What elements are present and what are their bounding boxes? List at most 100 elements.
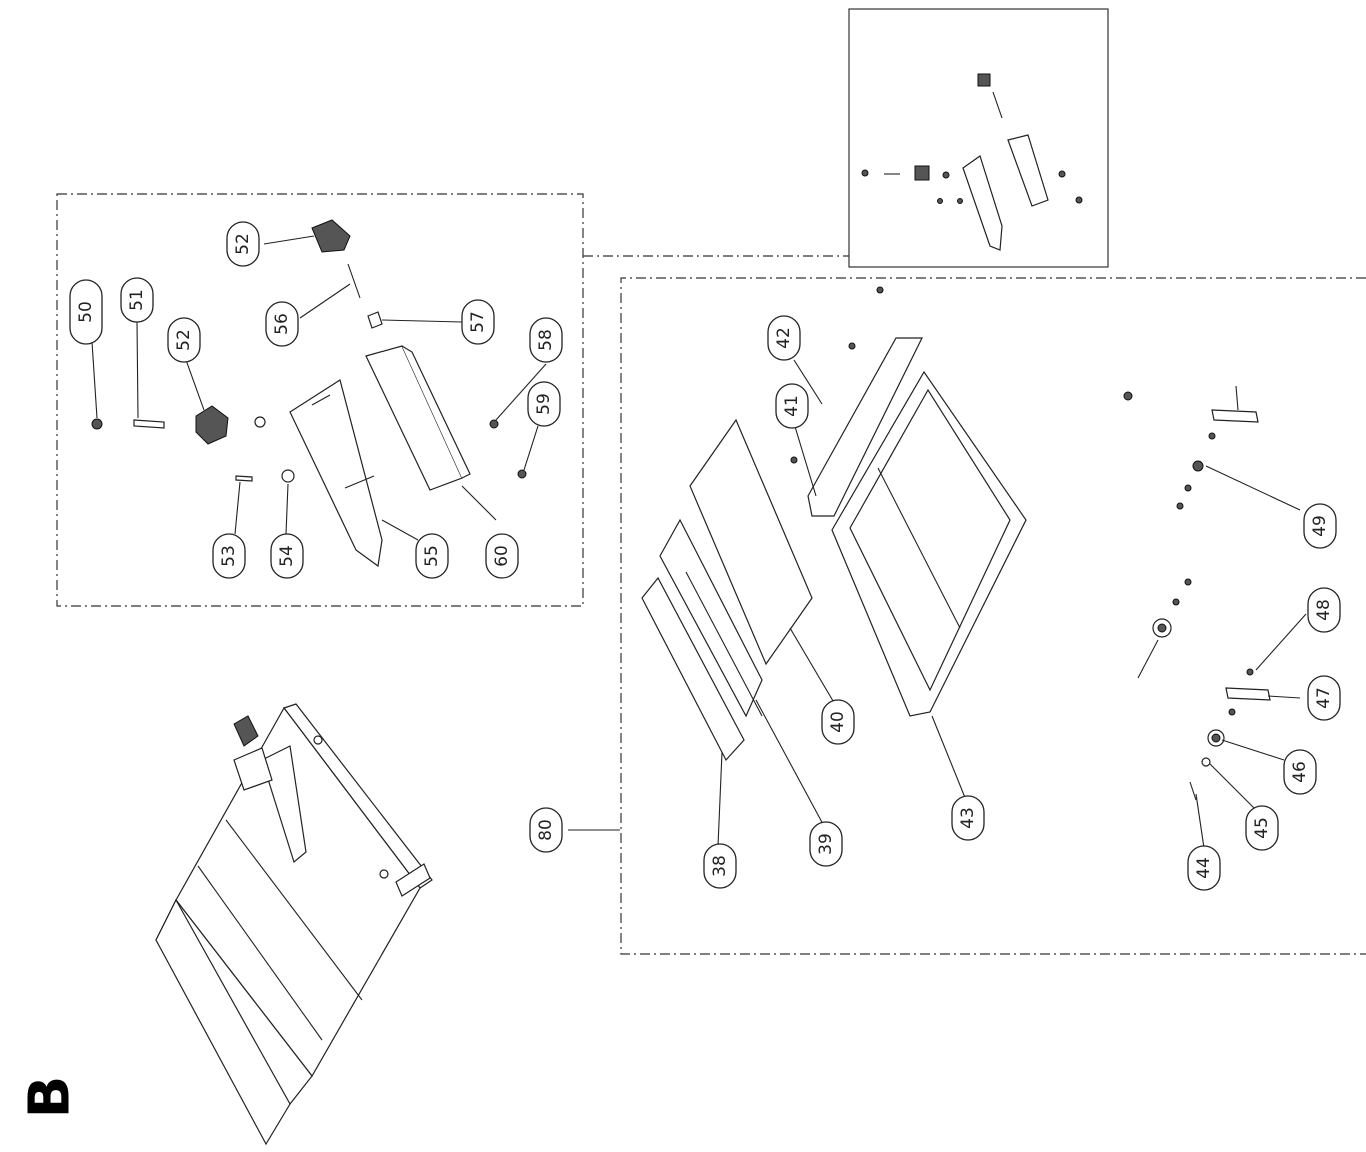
leader-52a (263, 235, 315, 245)
part-hardware-2 (848, 342, 856, 350)
leader-60 (461, 485, 497, 521)
callout-38: 38 (703, 843, 737, 889)
part-49-bracket (1211, 409, 1259, 423)
part-60-guard-arm-side (401, 345, 471, 479)
callout-43-label: 43 (958, 807, 978, 829)
leader-55 (381, 519, 419, 541)
callout-38-label: 38 (710, 855, 730, 877)
callout-42: 42 (767, 315, 801, 361)
callout-53-label: 53 (219, 545, 239, 567)
callout-80-label: 80 (536, 819, 556, 841)
part-43-table-top (849, 388, 1011, 692)
part-46-wheel-hub (1211, 733, 1221, 743)
part-washer (254, 416, 266, 428)
leader-51 (136, 321, 139, 419)
leader-54 (285, 483, 289, 535)
callout-59: 59 (527, 381, 561, 427)
thumbnail-screw (937, 198, 943, 204)
leader-42 (793, 359, 823, 405)
view-letter-label: B (18, 1076, 83, 1119)
assembled-hole (313, 735, 323, 745)
callout-60-label: 60 (492, 545, 512, 567)
part-59-nut (517, 469, 527, 479)
callout-45: 45 (1245, 805, 1279, 851)
callout-58: 58 (529, 317, 563, 363)
callout-42-label: 42 (774, 327, 794, 349)
part-38-panel (641, 576, 745, 762)
callout-39: 39 (809, 821, 843, 867)
part-44-bolt (1189, 781, 1197, 801)
callout-49-label: 49 (1310, 515, 1330, 537)
callout-58-label: 58 (536, 329, 556, 351)
part-55-blade-guard (289, 379, 383, 568)
part-40-panel (689, 418, 813, 666)
leader-57 (381, 319, 463, 323)
leader-38 (717, 751, 723, 847)
callout-57-label: 57 (468, 311, 488, 333)
callout-54: 54 (270, 533, 304, 579)
thumbnail-guard-assembly (861, 73, 1083, 251)
part-hardware-3 (790, 456, 798, 464)
part-54-washer (281, 469, 295, 483)
assembled-rail-line-2 (225, 819, 363, 1001)
callout-50: 50 (69, 279, 103, 345)
callout-51: 51 (120, 277, 154, 323)
leader-53 (234, 481, 241, 535)
callout-46-label: 46 (1290, 761, 1310, 783)
thumbnail-frame (848, 8, 1109, 268)
table-assembly-box: 42 41 40 39 38 43 80 49 (529, 277, 1366, 955)
callout-55: 55 (415, 533, 449, 579)
part-axle (1137, 639, 1159, 679)
part-nut-a (1208, 432, 1216, 440)
callout-54-label: 54 (277, 545, 297, 567)
leader-39 (755, 699, 825, 827)
callout-52-lower: 52 (167, 317, 201, 363)
callout-55-label: 55 (422, 545, 442, 567)
part-56-stud (347, 263, 361, 299)
guard-detail-frame (56, 193, 584, 607)
part-nut-c (1176, 502, 1184, 510)
thumbnail-washer (942, 171, 950, 179)
assembled-front-lip (155, 898, 291, 1146)
leader-59 (523, 425, 539, 471)
assembled-hole-2 (379, 869, 389, 879)
view-letter-b: B (18, 1076, 83, 1119)
assembled-handle (395, 863, 431, 897)
callout-44-label: 44 (1194, 857, 1214, 879)
leader-45 (1209, 763, 1257, 811)
callout-51-label: 51 (127, 289, 147, 311)
thumbnail-knob-2 (914, 165, 930, 181)
callout-48-label: 48 (1314, 599, 1334, 621)
part-hardware-4 (1123, 391, 1133, 401)
part-41-bracket (807, 337, 923, 517)
part-47-bracket (1225, 687, 1271, 701)
callout-40-label: 40 (828, 711, 848, 733)
callout-45-label: 45 (1252, 817, 1272, 839)
part-55-slot-top (311, 394, 331, 406)
part-51-bolt (133, 419, 165, 429)
callout-52-upper: 52 (226, 221, 260, 267)
leader-52b (185, 359, 205, 411)
leader-56 (299, 283, 351, 319)
callout-48: 48 (1307, 587, 1341, 633)
part-39-edge (685, 571, 763, 717)
part-55-slot-bottom (344, 475, 375, 489)
thumbnail-stud (992, 91, 1003, 119)
leader-50 (91, 341, 98, 419)
callout-52-upper-label: 52 (233, 233, 253, 255)
callout-59-label: 59 (534, 393, 554, 415)
callout-53: 53 (212, 533, 246, 579)
thumbnail-nut-right (1058, 170, 1066, 178)
callout-52-lower-label: 52 (174, 329, 194, 351)
table-assembly-frame (620, 277, 1366, 955)
part-53-screw (235, 475, 253, 482)
part-50-nut (91, 418, 103, 430)
leader-41 (792, 419, 817, 497)
callout-57: 57 (461, 299, 495, 345)
thumbnail-view (848, 8, 1109, 268)
thumbnail-nut-left (861, 169, 869, 177)
leader-43 (931, 715, 967, 801)
part-nut-e (1172, 598, 1180, 606)
